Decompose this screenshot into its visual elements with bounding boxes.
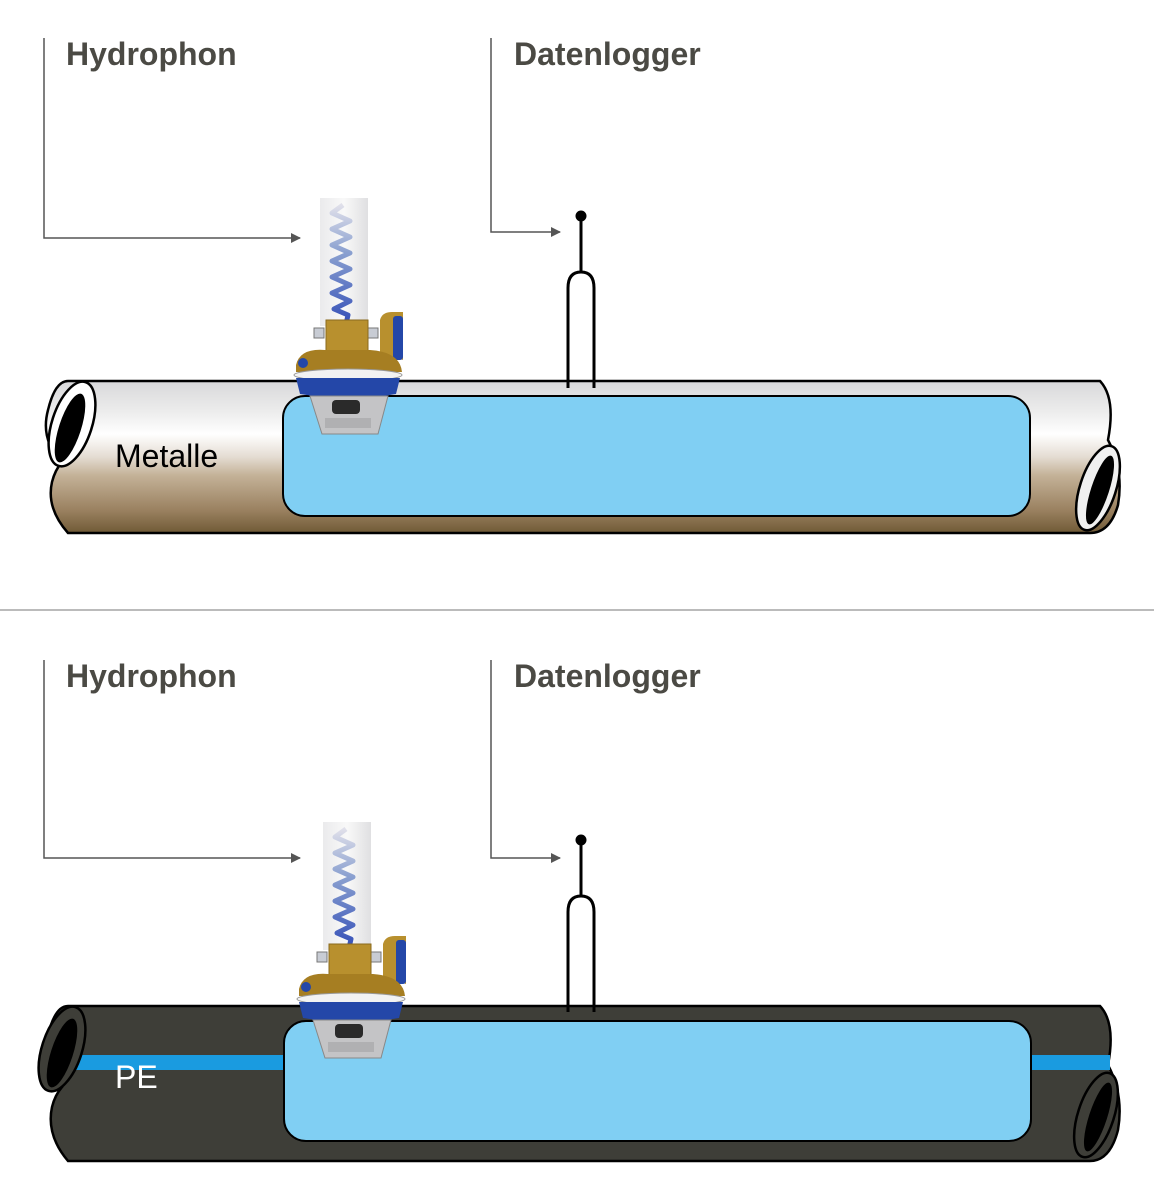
- water-section: [282, 395, 1031, 517]
- datalogger-label: Datenlogger: [514, 36, 701, 72]
- metal-pipe: Metalle: [44, 379, 1122, 535]
- datalogger-leader-arrow: [490, 660, 561, 863]
- datalogger-antenna-icon: [566, 834, 596, 1012]
- datalogger-leader-arrow: [490, 38, 561, 237]
- water-section: [283, 1020, 1032, 1142]
- hydrophone-label: Hydrophon: [66, 36, 237, 72]
- panel-pe: Hydrophon Datenlogger PE: [37, 658, 1121, 1163]
- pipe-material-label: Metalle: [115, 438, 218, 474]
- hydrophone-device-icon: [294, 198, 403, 434]
- datalogger-label: Datenlogger: [514, 658, 701, 694]
- hydrophone-label: Hydrophon: [66, 658, 237, 694]
- hydrophone-device-icon: [297, 822, 406, 1058]
- hydrophone-leader-arrow: [43, 660, 301, 863]
- panel-metal: Hydrophon Datenlogger Metalle: [43, 36, 1122, 535]
- pe-pipe: PE: [37, 1004, 1121, 1163]
- datalogger-antenna-icon: [566, 210, 596, 388]
- hydrophone-leader-arrow: [43, 38, 301, 243]
- pipe-material-label: PE: [115, 1059, 158, 1095]
